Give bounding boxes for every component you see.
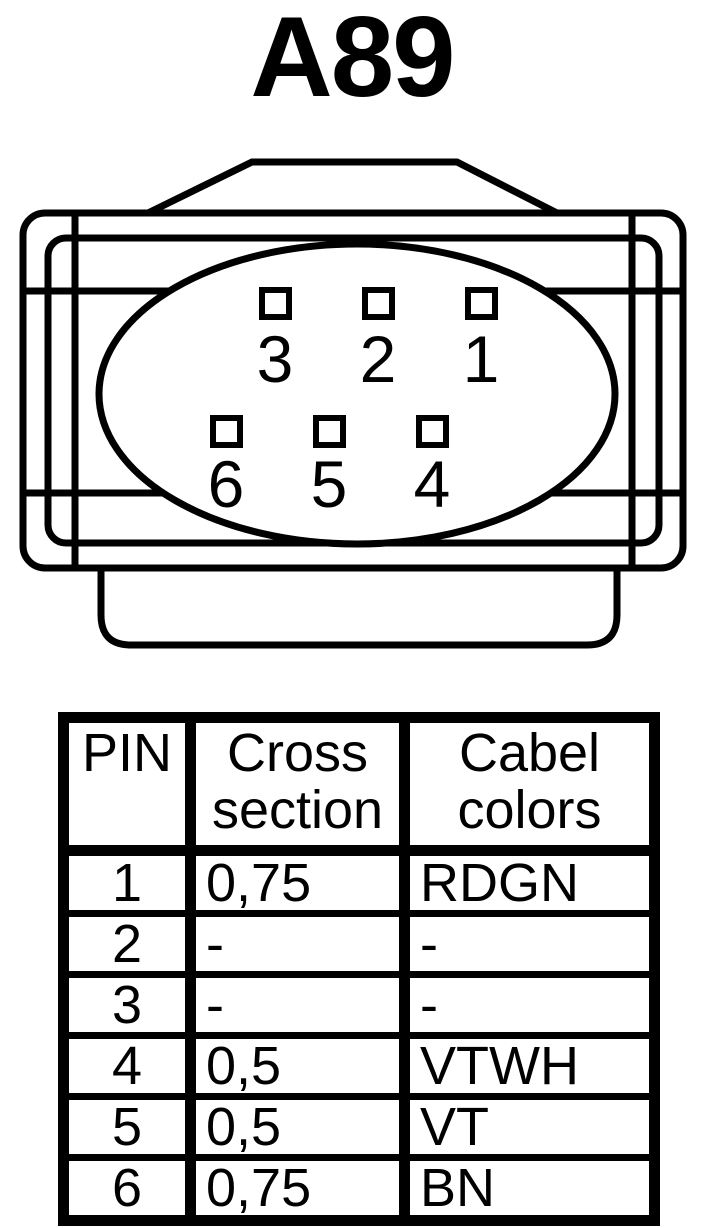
cell-pin: 3 [63, 971, 191, 1036]
pin-square-5 [313, 415, 346, 448]
cell-cross-section: 0,5 [185, 1093, 405, 1158]
table-header-row: PIN Cross section Cabel colors [63, 717, 655, 856]
cell-cross-section: 0,5 [185, 1032, 405, 1097]
page-title: A89 [250, 0, 455, 121]
connector-diagram: 3 2 1 6 5 4 [19, 158, 687, 649]
cell-pin: 1 [111, 853, 143, 913]
pin-square-1 [465, 287, 498, 320]
pin-label-1: 1 [463, 322, 500, 396]
top-latch [146, 158, 559, 217]
cell-cable-color: - [399, 910, 655, 975]
header-cross-section: Cross section [185, 717, 405, 856]
cell-pin: 4 [63, 1032, 191, 1097]
cell-cable-color: RDGN [399, 850, 655, 914]
cell-cross-section: - [185, 971, 405, 1036]
table-row: 2 - - [63, 910, 655, 975]
pin-square-6 [210, 415, 243, 448]
pin-square-2 [362, 287, 395, 320]
pin-label-3: 3 [257, 322, 294, 396]
cell-pin: 5 [63, 1093, 191, 1158]
cell-pin: 2 [63, 910, 191, 975]
header-cable-colors: Cabel colors [399, 717, 655, 856]
table-row: 5 0,5 VT [63, 1093, 655, 1158]
table-row: 1 0,75 RDGN [64, 850, 655, 914]
table-row: 4 0,5 VTWH [63, 1032, 655, 1097]
cell-cross-section: 0,75 [185, 850, 405, 914]
seal-ellipse [95, 240, 619, 548]
header-pin: PIN [63, 717, 191, 856]
bottom-tab [97, 568, 621, 649]
pin-label-2: 2 [360, 322, 397, 396]
pin-label-5: 5 [311, 447, 348, 521]
outer-housing [19, 209, 687, 572]
pin-table: PIN Cross section Cabel colors 1 0,75 RD… [58, 712, 660, 1226]
pin-label-4: 4 [414, 447, 451, 521]
cell-cable-color: VT [399, 1093, 655, 1158]
cell-pin: 6 [63, 1154, 191, 1221]
table-row: 3 - - [63, 971, 655, 1036]
cell-cable-color: BN [399, 1154, 655, 1221]
pin-label-6: 6 [208, 447, 245, 521]
cell-cable-color: - [399, 971, 655, 1036]
pin-square-4 [416, 415, 449, 448]
cell-cable-color: VTWH [399, 1032, 655, 1097]
table-row: 6 0,75 BN [63, 1154, 655, 1221]
pin-square-3 [259, 287, 292, 320]
cell-cross-section: - [185, 910, 405, 975]
cell-cross-section: 0,75 [185, 1154, 405, 1221]
